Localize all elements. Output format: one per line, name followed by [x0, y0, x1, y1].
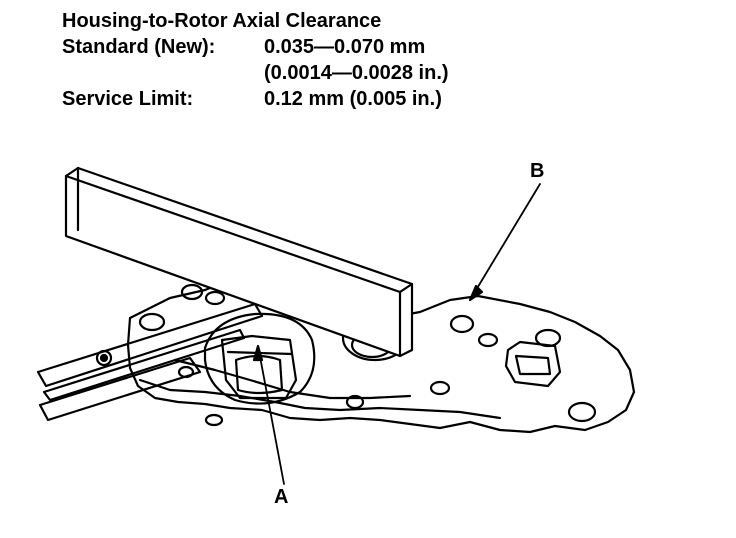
callout-b-label: B [530, 160, 545, 182]
rotor-inner-rotor [234, 354, 284, 395]
service-limit-label: Service Limit: [62, 88, 194, 110]
housing-pad-inner [514, 354, 552, 376]
feeler-gauge-holder [38, 356, 202, 422]
bolt-hole-3 [204, 290, 226, 306]
rotor-body [220, 334, 298, 400]
housing-pad [504, 340, 562, 388]
callout-b-leader [469, 183, 541, 301]
bolt-hole-8 [429, 380, 451, 396]
rotor-cavity [203, 312, 316, 405]
callout-a-arrowhead [252, 344, 264, 362]
bolt-hole-11 [204, 413, 224, 427]
feeler-gauge-blade [36, 302, 264, 388]
bolt-hole-5 [477, 332, 499, 348]
straight-edge [64, 166, 414, 358]
service-limit-value: 0.12 mm (0.005 in.) [264, 88, 442, 110]
housing-inner-ledge [138, 378, 502, 420]
straight-edge-corner [398, 282, 414, 294]
feeler-gauge-pivot-dot [99, 353, 109, 363]
spec-title: Housing-to-Rotor Axial Clearance [62, 10, 382, 32]
callout-b-arrowhead [468, 284, 484, 302]
standard-value-in: (0.0014—0.0028 in.) [264, 62, 449, 84]
straight-edge-top-edge [64, 174, 402, 294]
bolt-hole-1 [138, 312, 166, 332]
callout-a-label: A [274, 486, 289, 508]
bolt-hole-2 [180, 283, 204, 301]
bolt-hole-7 [567, 401, 597, 423]
callout-a-leader [257, 345, 285, 485]
feeler-gauge-pivot [95, 349, 113, 367]
bolt-hole-9 [345, 394, 365, 410]
standard-value-mm: 0.035—0.070 mm [264, 36, 426, 58]
bolt-hole-4 [449, 314, 475, 334]
feeler-gauge-blade-2 [42, 328, 246, 402]
standard-label: Standard (New): [62, 36, 216, 58]
